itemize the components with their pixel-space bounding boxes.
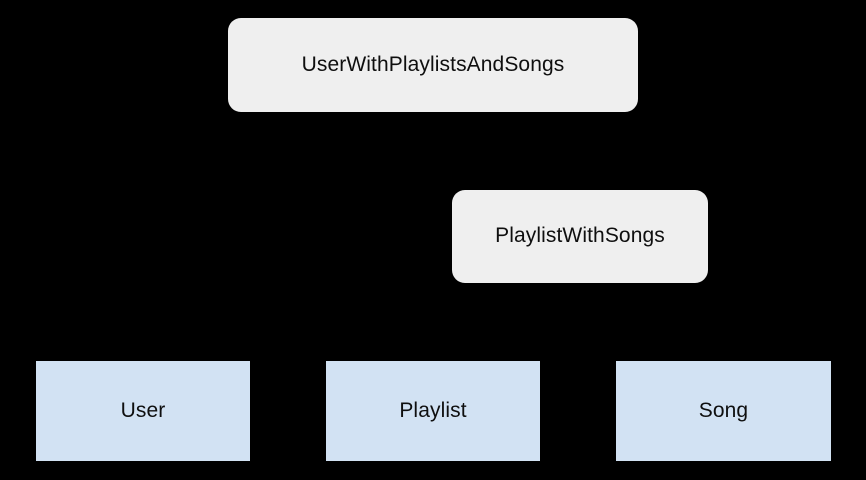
node-song[interactable]: Song xyxy=(616,361,831,461)
node-playlist[interactable]: Playlist xyxy=(326,361,540,461)
node-label: User xyxy=(120,398,166,422)
node-user[interactable]: User xyxy=(36,361,250,461)
node-user-with-playlists-and-songs[interactable]: UserWithPlaylistsAndSongs xyxy=(228,18,638,112)
node-label: UserWithPlaylistsAndSongs xyxy=(301,52,565,76)
node-label: Song xyxy=(698,398,749,422)
node-label: Playlist xyxy=(399,398,467,422)
node-playlist-with-songs[interactable]: PlaylistWithSongs xyxy=(452,190,708,283)
node-label: PlaylistWithSongs xyxy=(495,224,665,248)
